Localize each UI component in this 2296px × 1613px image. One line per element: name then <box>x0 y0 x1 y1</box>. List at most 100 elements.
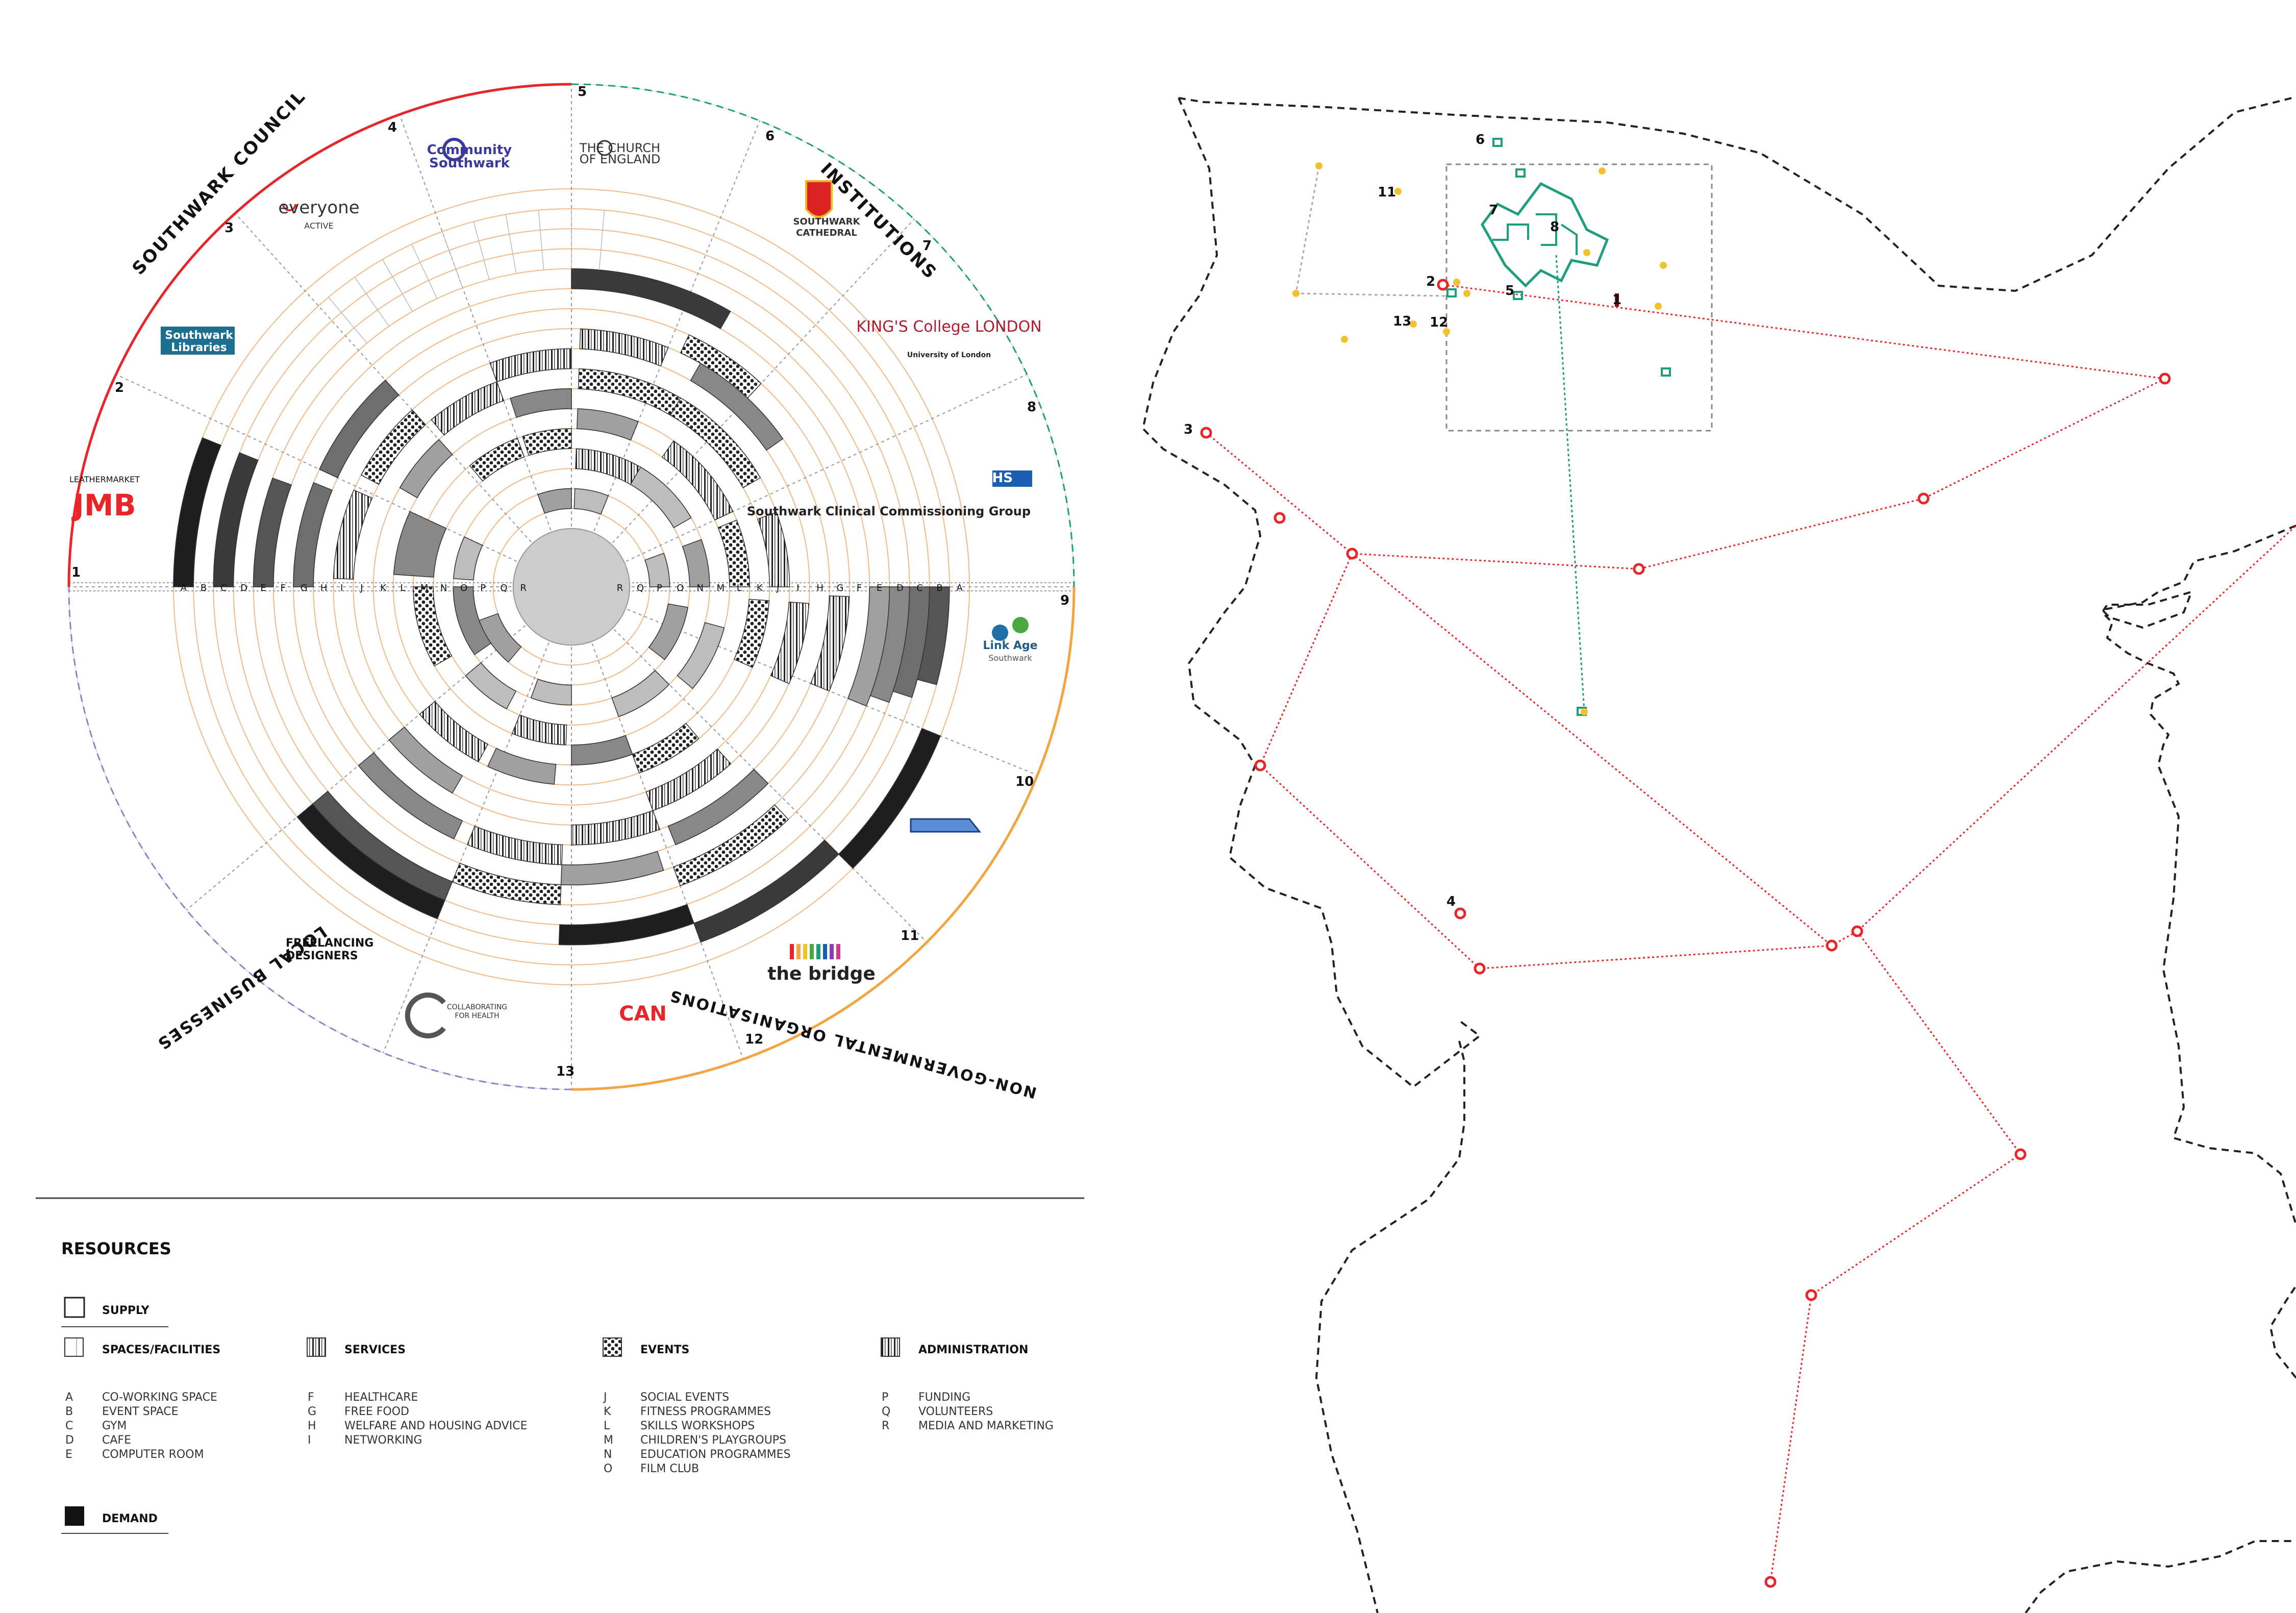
org-name-11: the bridge <box>767 963 876 984</box>
axis-letter: H <box>320 583 328 593</box>
sector-number-3: 3 <box>224 220 234 236</box>
map-boundary-east <box>2100 525 2296 1225</box>
org-name-5: THE CHURCH <box>579 141 660 155</box>
resource-arc <box>644 553 670 587</box>
resource-arc <box>465 662 517 710</box>
resource-arc <box>579 328 669 367</box>
resource-arc <box>645 748 732 811</box>
axis-letter: O <box>677 583 684 593</box>
category-item: FUNDING <box>918 1391 970 1404</box>
category-letter: K <box>604 1405 611 1418</box>
sector-divider <box>604 374 1028 573</box>
org-subname-7: University of London <box>907 351 991 359</box>
southwark-libraries-badge <box>161 327 235 355</box>
resource-arc <box>575 448 641 485</box>
category-swatch-2 <box>603 1337 622 1357</box>
axis-letter: I <box>340 583 343 593</box>
red-route <box>1206 378 2165 570</box>
sector-divider <box>399 114 560 554</box>
category-letter: G <box>308 1405 316 1418</box>
org-name-6: SOUTHWARK <box>793 216 860 227</box>
community-southwark-icon <box>442 138 466 161</box>
org-name-13: COLLABORATING <box>447 1003 507 1011</box>
org-subname-4: Southwark <box>429 156 510 171</box>
resource-arc <box>431 381 505 436</box>
red-route <box>1442 284 2165 380</box>
green-route <box>1555 255 1585 712</box>
bridge-figure-icon <box>803 944 807 959</box>
yellow-node <box>1292 290 1300 297</box>
map-label-4: 4 <box>1446 894 1456 909</box>
org-subname-13: FOR HEALTH <box>455 1012 499 1020</box>
resource-arc <box>571 735 633 765</box>
category-letter: O <box>604 1462 612 1475</box>
green-node <box>1446 288 1457 297</box>
supply-mark <box>505 214 517 274</box>
resource-arc <box>360 409 427 485</box>
resource-arc <box>319 379 400 479</box>
category-item: GYM <box>102 1420 127 1432</box>
resource-arc <box>661 440 734 520</box>
demand-swatch <box>65 1506 84 1526</box>
green-node <box>1513 291 1523 300</box>
category-letter: J <box>603 1391 607 1404</box>
group-arc <box>571 586 1076 1091</box>
axis-letter: R <box>617 583 623 593</box>
category-item: MEDIA AND MARKETING <box>918 1420 1054 1432</box>
resource-arc <box>571 810 660 846</box>
resource-arc <box>577 408 639 441</box>
map-boundary-west <box>1141 97 1482 1088</box>
org-subname-9: Southwark <box>988 653 1032 663</box>
red-node <box>1200 427 1212 439</box>
group-arc <box>68 586 572 1090</box>
bridge-figure-icon <box>816 944 820 959</box>
resource-arc <box>469 437 525 482</box>
category-item: WELFARE AND HOUSING ADVICE <box>344 1420 528 1432</box>
map-label-5: 5 <box>1505 283 1514 299</box>
resource-arc <box>537 488 572 514</box>
category-letter: L <box>604 1420 610 1432</box>
axis-letter: K <box>380 583 387 593</box>
resource-arc <box>253 477 292 587</box>
resource-arc <box>466 826 563 865</box>
axis-letter: B <box>936 583 942 593</box>
red-node <box>2014 1148 2027 1160</box>
yellow-node <box>1394 188 1402 195</box>
supply-mark <box>441 231 463 288</box>
axis-letter: N <box>696 583 703 593</box>
axis-letter: I <box>796 583 799 593</box>
map-label-8: 8 <box>1550 219 1559 235</box>
sector-number-4: 4 <box>388 120 397 135</box>
map-label-12: 12 <box>1430 315 1448 330</box>
category-item: EVENT SPACE <box>102 1405 179 1418</box>
axis-letter: E <box>877 583 882 593</box>
category-head-3: ADMINISTRATION <box>918 1344 1028 1356</box>
resource-arc <box>530 678 572 706</box>
axis-letter: J <box>776 583 779 593</box>
category-item: HEALTHCARE <box>344 1391 418 1404</box>
church-of-england-icon <box>596 140 613 156</box>
category-letter: F <box>308 1391 314 1404</box>
red-node <box>1437 279 1449 291</box>
red-route <box>1769 931 2022 1582</box>
resource-arc <box>522 428 572 456</box>
group-arc <box>67 83 572 587</box>
campus-detail <box>1492 213 1578 255</box>
resource-arc <box>453 586 492 655</box>
resource-arc <box>810 595 850 692</box>
yellow-node <box>1581 708 1588 715</box>
yellow-node <box>1453 279 1460 286</box>
sector-number-13: 13 <box>556 1064 575 1079</box>
axis-letter: K <box>757 583 763 593</box>
axis-letter: L <box>737 583 742 593</box>
red-node <box>1633 563 1645 575</box>
red-node <box>1346 548 1358 560</box>
map-boundary-south <box>2025 1540 2296 1613</box>
resource-arc <box>667 768 769 846</box>
resource-arc <box>173 437 222 587</box>
category-item: EDUCATION PROGRAMMES <box>640 1448 791 1461</box>
map-label-2: 2 <box>1426 274 1435 289</box>
